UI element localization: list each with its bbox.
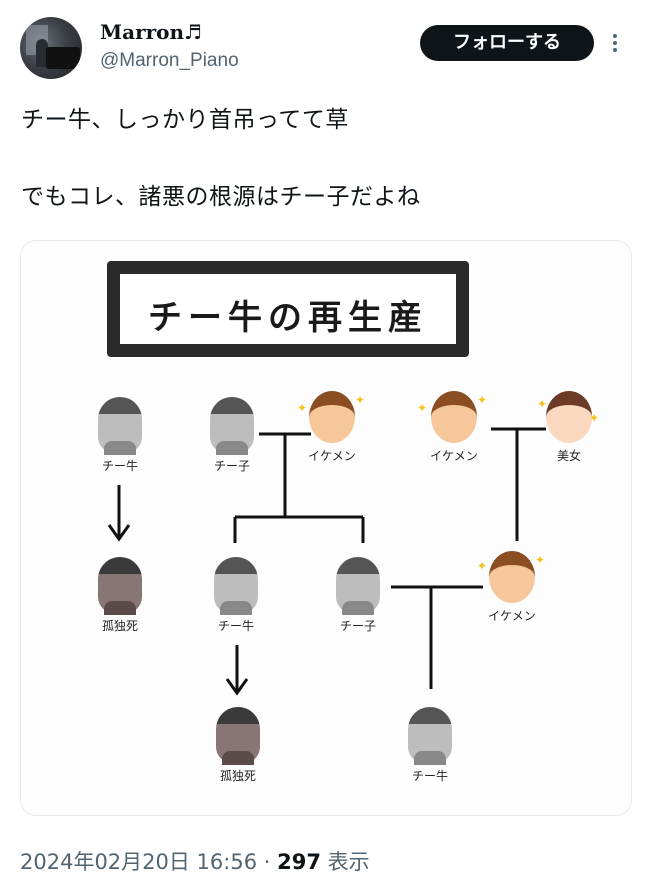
tweet-footer: 2024年02月20日 16:56 · 297 表示 [20,846,370,876]
sparkle-icon: ✦ [537,397,548,411]
family-tree-lines [107,427,546,696]
node-label: チー牛 [411,769,448,783]
sparkle-icon: ✦ [355,393,366,407]
kodokushi-face [98,557,142,615]
node-chigyu-2: チー牛 [211,557,261,634]
node-ikemen-3: イケメン [481,551,543,624]
sparkle-icon: ✦ [589,411,600,425]
ikemen-face [431,391,477,443]
bijo-face [546,391,592,443]
node-chiko-2: チー子 [333,557,383,634]
node-label: 孤独死 [219,769,256,783]
display-name[interactable]: Marron♬ [100,20,202,44]
chiko-face [336,557,380,615]
tweet-datetime[interactable]: 2024年02月20日 16:56 [20,850,258,874]
follow-button[interactable]: フォローする [420,25,594,61]
node-ikemen-2: イケメン [423,391,485,464]
node-label: チー牛 [217,619,254,633]
node-label: イケメン [488,609,536,623]
ikemen-face [489,551,535,603]
diagram-title-box: チー牛の再生産 [107,261,469,357]
node-kodokushi-1: 孤独死 [95,557,145,634]
node-chigyu-3: チー牛 [405,707,455,784]
sparkle-icon: ✦ [297,401,308,415]
node-bijo: 美女 [541,391,597,464]
node-label: イケメン [308,449,356,463]
views-count: 297 [277,850,321,874]
separator: · [257,850,278,874]
ikemen-face [309,391,355,443]
avatar-person [36,39,48,67]
node-kodokushi-2: 孤独死 [213,707,263,784]
more-vertical-icon[interactable] [612,34,618,54]
sparkle-icon: ✦ [535,553,546,567]
node-label: チー子 [339,619,376,633]
sparkle-icon: ✦ [477,393,488,407]
tweet-media-image[interactable]: チー牛の再生産 チー牛 チー子 イケメン イケメン 美女 孤独死 チー牛 チー子… [20,240,632,816]
views-label: 表示 [320,850,370,874]
node-chigyu-1: チー牛 [95,397,145,474]
sparkle-icon: ✦ [417,401,428,415]
chigyu-face [98,397,142,455]
tweet-text-line-1: チー牛、しっかり首吊ってて草 [21,107,349,133]
sparkle-icon: ✦ [477,559,488,573]
node-label: 美女 [556,449,581,463]
chigyu-face [214,557,258,615]
node-chiko-1: チー子 [207,397,257,474]
node-label: チー牛 [101,459,138,473]
node-ikemen-1: イケメン [301,391,363,464]
node-label: イケメン [430,449,478,463]
kodokushi-face [216,707,260,765]
chigyu-face [408,707,452,765]
node-label: 孤独死 [101,619,138,633]
avatar[interactable] [20,17,82,79]
chiko-face [210,397,254,455]
user-handle[interactable]: @Marron_Piano [100,50,239,71]
tweet-text-line-2: でもコレ、諸悪の根源はチー子だよね [21,184,421,210]
node-label: チー子 [213,459,250,473]
avatar-piano [46,47,80,69]
diagram-title: チー牛の再生産 [148,298,428,338]
